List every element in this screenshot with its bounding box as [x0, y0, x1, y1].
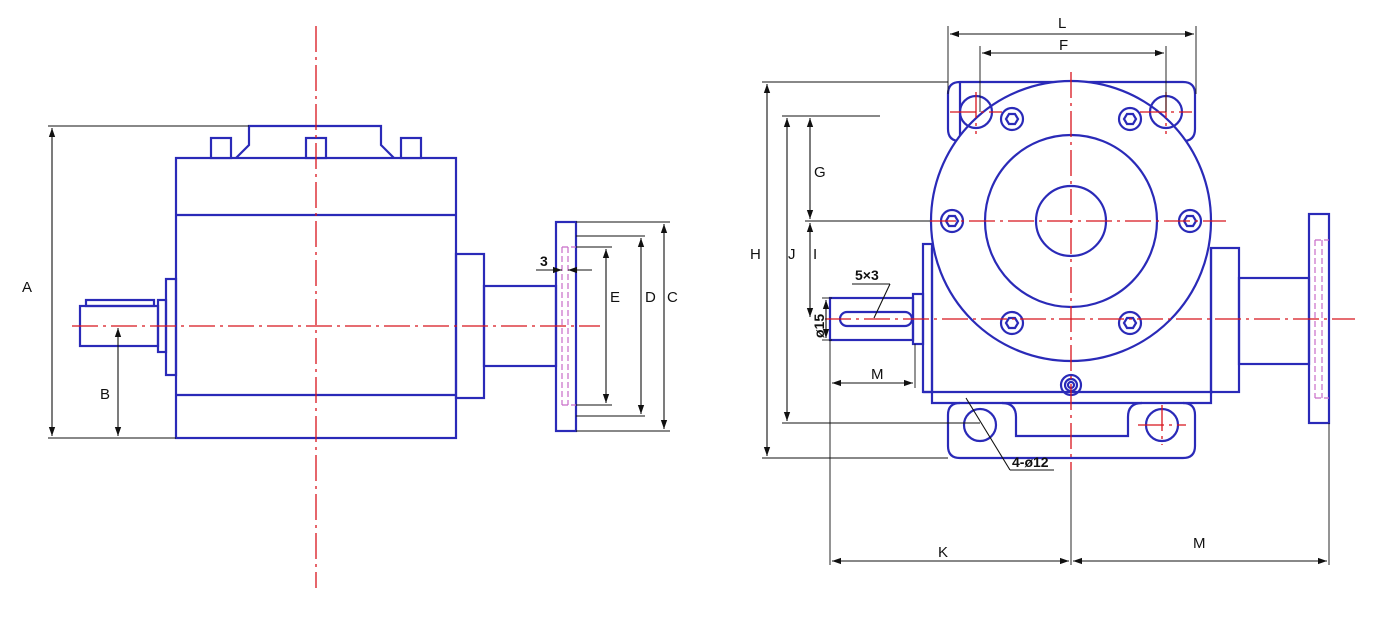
dim-label-shaft-dia: ø15	[811, 314, 827, 338]
top-lug-left	[209, 136, 233, 160]
top-boss	[235, 124, 395, 159]
input-side-plate	[921, 242, 934, 394]
dim-label-key: 5×3	[855, 267, 879, 283]
front-view: L F H J G I ø15 5×3 M	[750, 15, 1355, 565]
dim-label-F: F	[1059, 37, 1068, 54]
dim-label-A: A	[22, 279, 32, 296]
input-shaft-key	[84, 298, 156, 308]
dim-label-holes: 4-ø12	[1012, 454, 1049, 470]
side-view: A B C D E 3	[22, 26, 678, 588]
mount-hole-bottom-left	[962, 407, 998, 443]
dim-label-M-top: M	[871, 366, 884, 383]
base-relief-notch	[1001, 401, 1143, 438]
dim-label-3: 3	[540, 253, 548, 269]
dim-label-L: L	[1058, 15, 1066, 32]
dim-label-C: C	[667, 289, 678, 306]
left-seal-plate	[164, 277, 178, 377]
dim-label-D: D	[645, 289, 656, 306]
dim-label-I: I	[813, 246, 817, 263]
output-shaft-front	[1237, 276, 1311, 366]
base-feet	[946, 401, 1197, 460]
dim-label-K: K	[938, 544, 948, 561]
holes-leader	[965, 397, 1011, 471]
dim-label-B: B	[100, 386, 110, 403]
top-lug-right	[399, 136, 423, 160]
dim-label-M-bottom: M	[1193, 535, 1206, 552]
dim-label-E: E	[610, 289, 620, 306]
dim-label-J: J	[788, 246, 796, 263]
output-collar	[1209, 246, 1241, 394]
dim-label-G: G	[814, 164, 826, 181]
key-leader	[873, 283, 891, 319]
dim-label-H: H	[750, 246, 761, 263]
bolt-heads	[939, 106, 1203, 336]
